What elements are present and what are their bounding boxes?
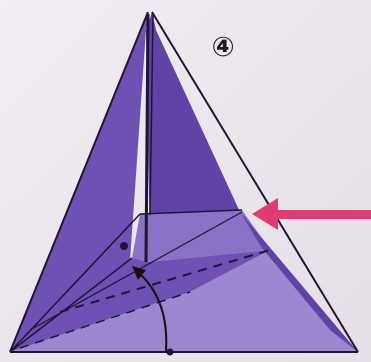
dot-marker-icon xyxy=(120,242,128,250)
dot-marker-bottom-icon xyxy=(167,349,174,356)
center-crease xyxy=(146,14,148,262)
arrow-left-shaft xyxy=(272,210,371,219)
step-number-label: ④ xyxy=(208,32,238,62)
